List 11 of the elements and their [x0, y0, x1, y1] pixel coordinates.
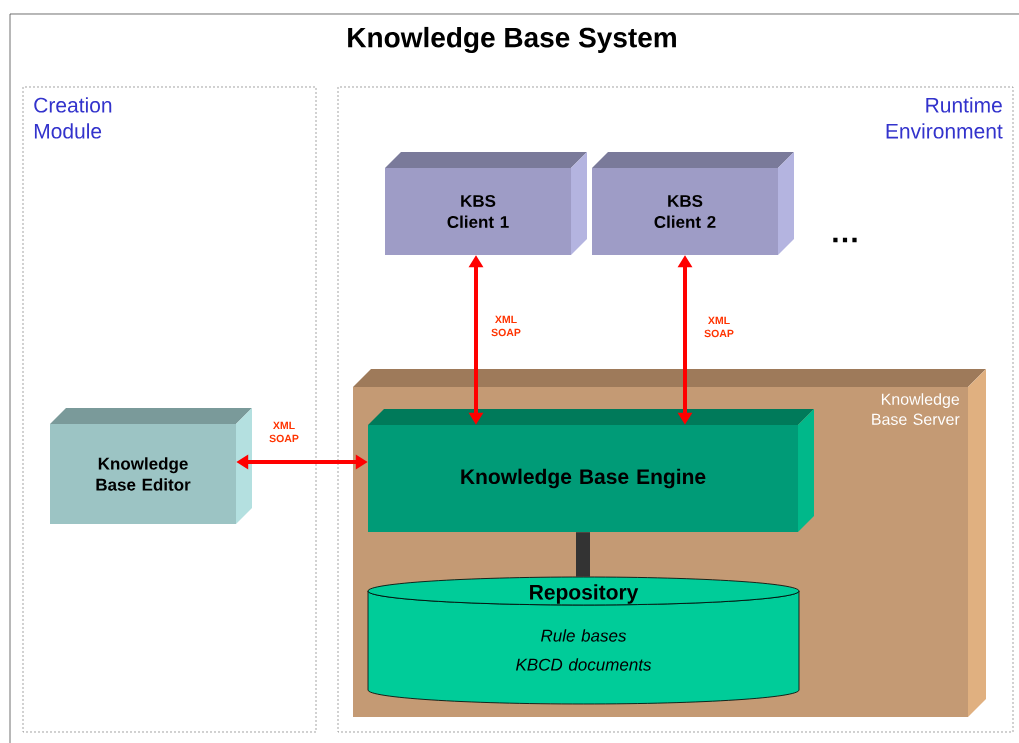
- repository-cylinder: Repository Rule bases KBCD documents: [367, 576, 800, 705]
- 3d-box: Knowledge Base Engine: [368, 409, 814, 532]
- 3d-box: KBS Client 2: [592, 152, 794, 255]
- edge-label: XML SOAP: [269, 421, 299, 443]
- 3d-box: KBS Client 1: [385, 152, 587, 255]
- ellipsis: …: [833, 237, 857, 243]
- 3d-box: Knowledge Base Editor: [50, 408, 252, 524]
- title: Knowledge Base System: [348, 26, 676, 54]
- edge-label: XML SOAP: [704, 316, 734, 338]
- connector: [576, 532, 590, 577]
- edge-label: XML SOAP: [491, 315, 521, 337]
